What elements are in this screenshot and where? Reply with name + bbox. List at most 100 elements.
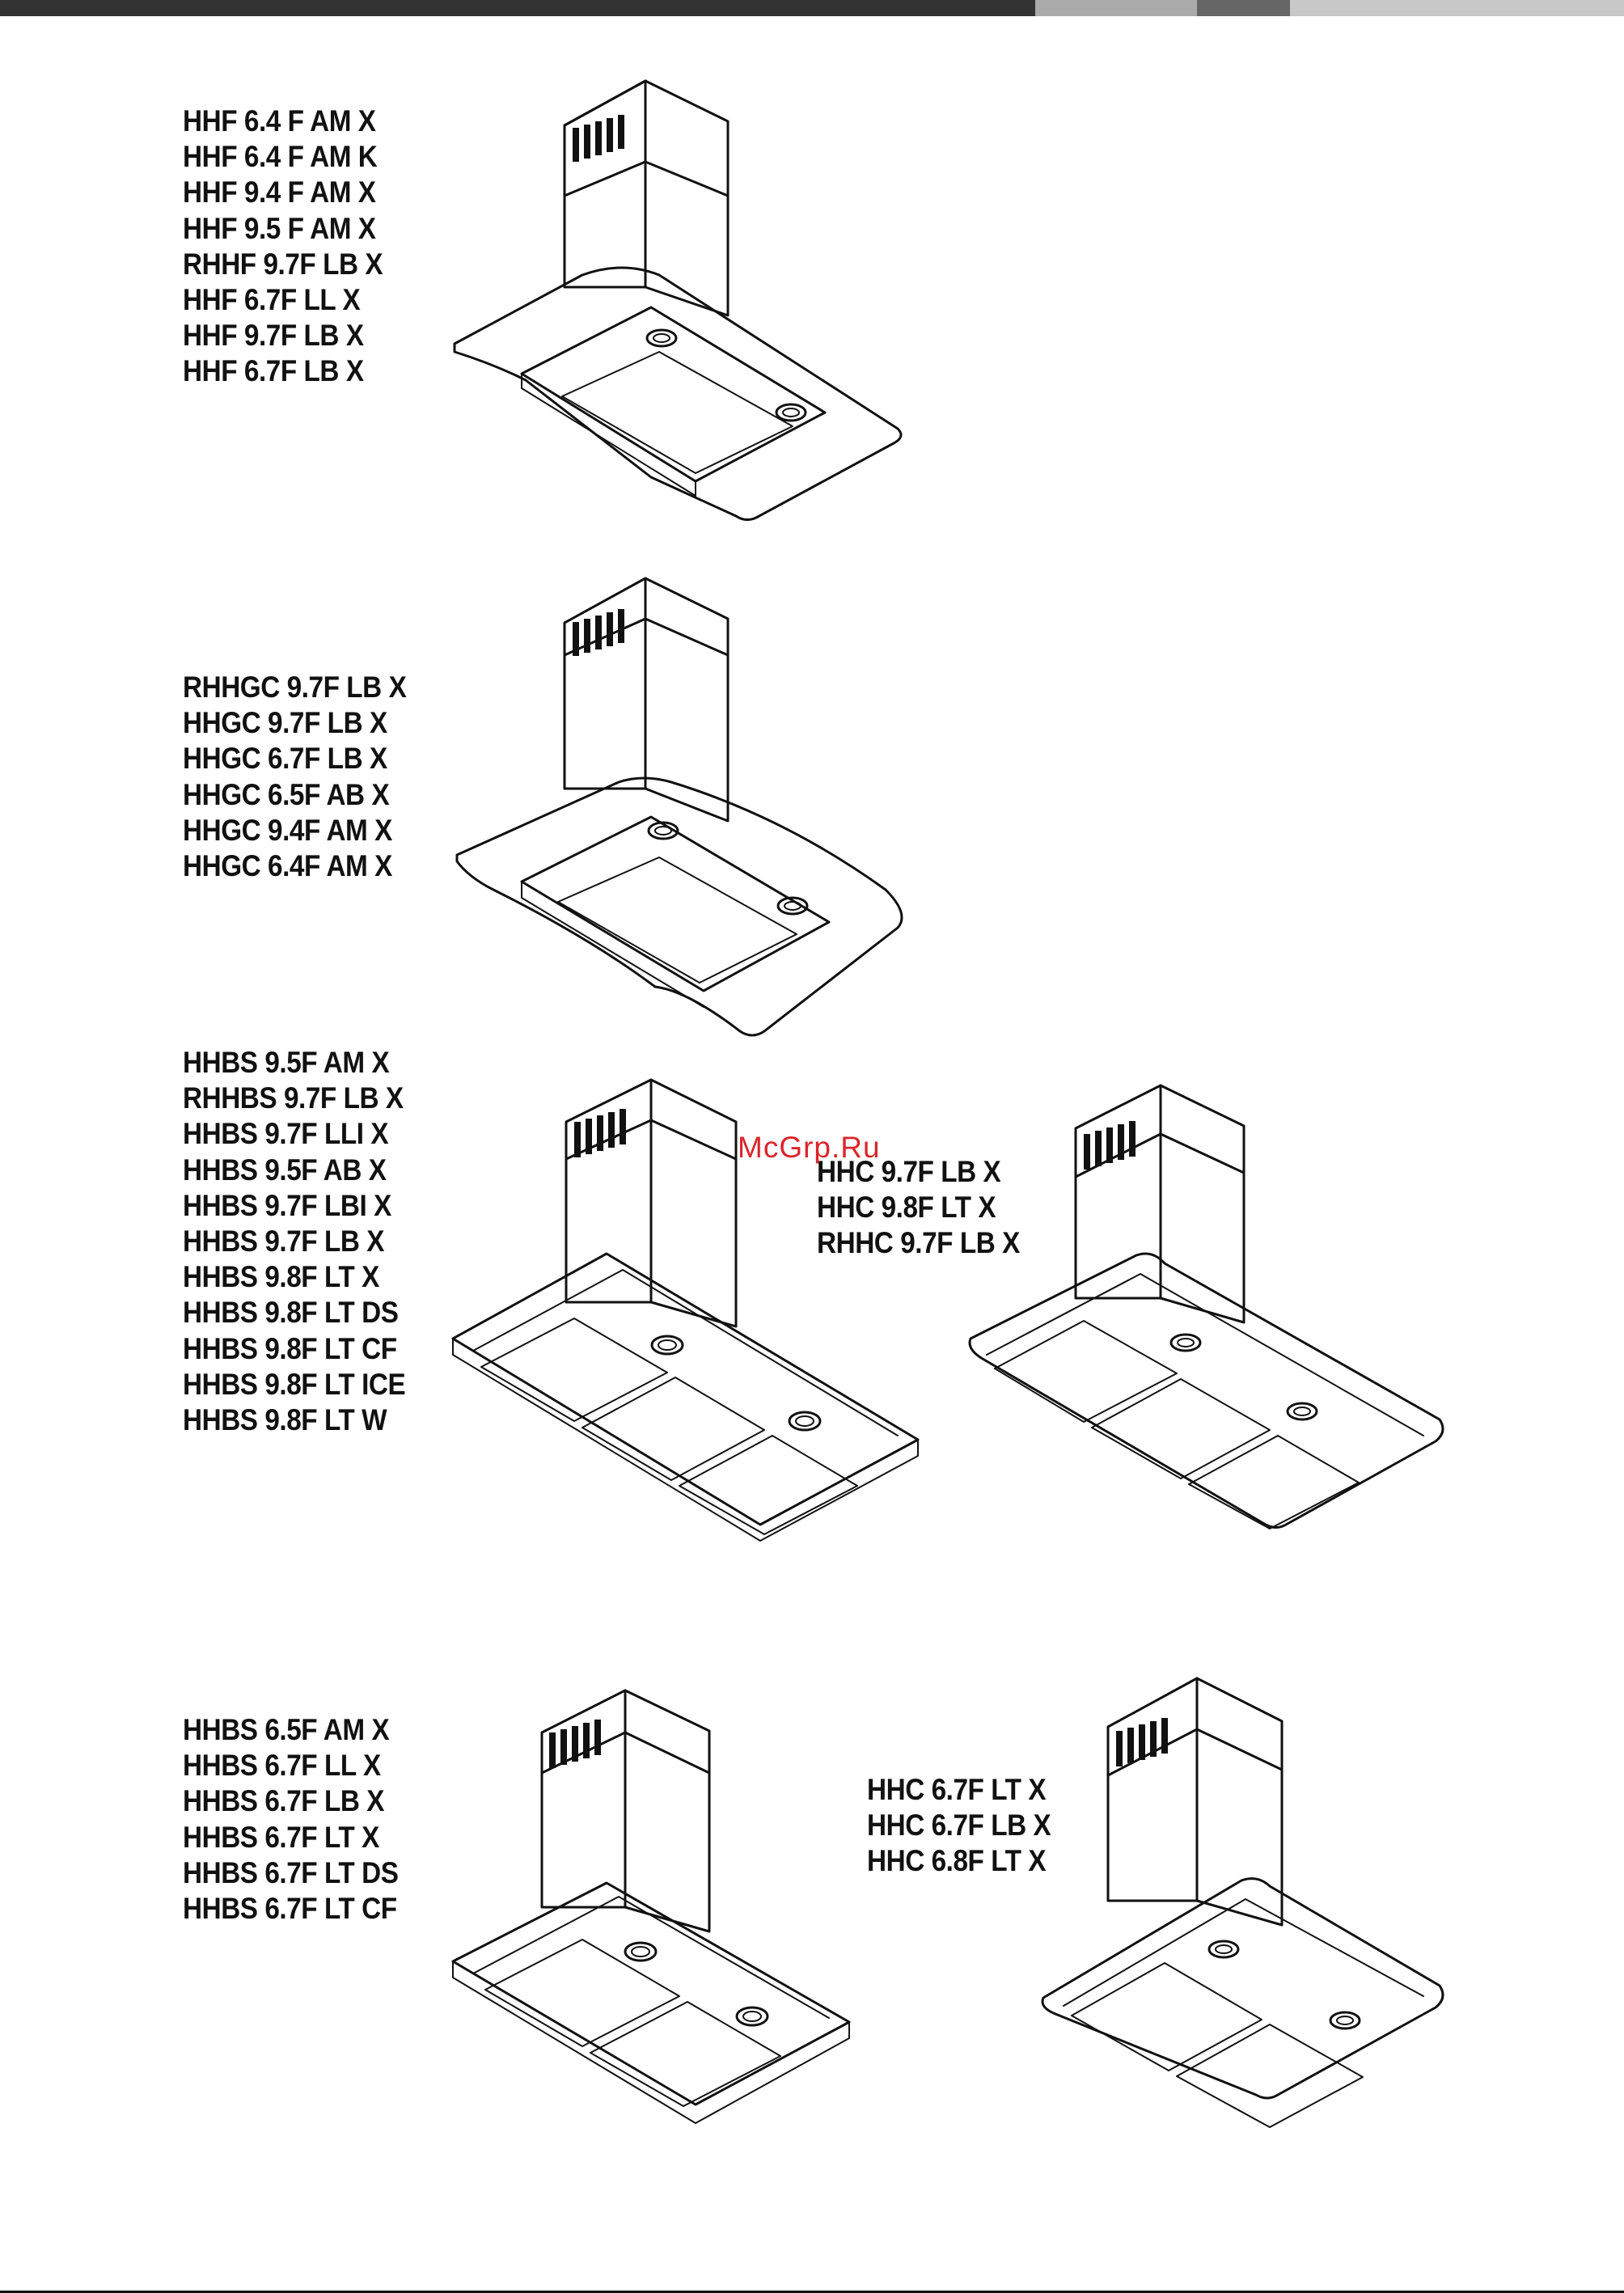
- model-name: HHGC 9.4F AM X: [183, 813, 392, 847]
- chimney-side: [1195, 1677, 1284, 1927]
- model-name: HHF 6.7F LB X: [183, 354, 364, 388]
- model-name: HHBS 9.8F LT W: [183, 1403, 387, 1437]
- vent-grille-icon: [573, 609, 624, 656]
- model-list-flat-glass-hood: HHF 6.4 F AM X HHF 6.4 F AM K HHF 9.4 F …: [183, 104, 383, 390]
- large-curved-hood-illustration: [968, 1084, 1444, 1529]
- light-icon: [650, 1335, 684, 1356]
- model-name: HHF 6.4 F AM K: [183, 140, 378, 174]
- large-box-hood-illustration: [451, 1078, 920, 1542]
- filter-panel: [557, 857, 797, 984]
- chimney-side: [644, 577, 730, 823]
- model-name: HHBS 9.8F LT ICE: [183, 1367, 406, 1401]
- chimney-joint: [540, 1731, 711, 1775]
- small-box-hood-illustration: [451, 1689, 851, 2124]
- filter-panel: [484, 1939, 680, 2047]
- model-name: RHHGC 9.7F LB X: [183, 671, 407, 704]
- model-name: HHBS 6.5F AM X: [183, 1713, 390, 1746]
- model-name: HHF 6.4 F AM X: [183, 104, 376, 137]
- filter-panel: [1176, 2024, 1364, 2128]
- model-name: RHHBS 9.7F LB X: [183, 1081, 404, 1115]
- model-name: HHC 9.8F LT X: [817, 1191, 996, 1225]
- model-name: HHC 6.7F LT X: [867, 1773, 1047, 1806]
- model-name: HHBS 9.8F LT X: [183, 1260, 379, 1294]
- model-name: HHF 6.7F LL X: [183, 283, 361, 317]
- model-list-large-curved-hood: HHC 9.7F LB X HHC 9.8F LT X RHHC 9.7F LB…: [817, 1154, 1020, 1262]
- filter-panel: [1091, 1378, 1271, 1479]
- model-name: HHBS 9.7F LB X: [183, 1225, 385, 1259]
- model-name: HHGC 6.4F AM X: [183, 849, 392, 883]
- header-bar-segment: [0, 0, 1035, 16]
- vent-grille-icon: [1084, 1121, 1136, 1170]
- flat-glass-hood-illustration: [453, 79, 903, 522]
- model-list-large-box-hood: HHBS 9.5F AM X RHHBS 9.7F LB X HHBS 9.7F…: [183, 1045, 406, 1438]
- curved-glass-hood-illustration: [455, 577, 903, 1037]
- light-icon: [775, 403, 807, 422]
- filter-panel: [1071, 1962, 1262, 2071]
- light-icon: [647, 821, 679, 840]
- model-name: HHGC 9.7F LB X: [183, 706, 387, 740]
- light-icon: [645, 328, 678, 348]
- light-icon: [1169, 1333, 1202, 1352]
- light-icon: [1207, 1940, 1240, 1959]
- chimney-joint: [563, 160, 730, 197]
- small-curved-hood-illustration: [1041, 1677, 1444, 2128]
- footer-rule: [0, 2291, 1624, 2293]
- model-name: HHBS 9.7F LBI X: [183, 1188, 391, 1222]
- chimney-front: [563, 577, 647, 790]
- chimney-edge: [563, 79, 647, 127]
- chimney-side: [624, 1689, 711, 1933]
- light-icon: [624, 1941, 658, 1962]
- light-icon: [788, 1411, 822, 1432]
- chimney-joint: [565, 1119, 738, 1161]
- model-name: HHF 9.4 F AM X: [183, 176, 376, 209]
- model-name: HHC 6.8F LT X: [867, 1844, 1047, 1878]
- chimney-joint: [1074, 1132, 1245, 1178]
- canopy-top: [520, 306, 827, 483]
- chimney-side: [1159, 1084, 1245, 1324]
- model-name: HHGC 6.7F LB X: [183, 742, 387, 776]
- light-icon: [1286, 1402, 1318, 1421]
- filter-panel: [590, 2001, 781, 2107]
- model-list-small-box-hood: HHBS 6.5F AM X HHBS 6.7F LL X HHBS 6.7F …: [183, 1712, 399, 1927]
- chimney-front: [1106, 1677, 1199, 1902]
- header-bar-segment: [1035, 0, 1197, 16]
- model-name: HHBS 9.5F AB X: [183, 1153, 387, 1187]
- glass-panel: [453, 266, 903, 522]
- model-name: HHBS 6.7F LB X: [183, 1784, 385, 1818]
- canopy-top: [968, 1252, 1444, 1529]
- vent-grille-icon: [573, 115, 624, 162]
- header-bar-segment: [1290, 0, 1624, 16]
- chimney-front: [563, 79, 647, 289]
- model-list-small-curved-hood: HHC 6.7F LT X HHC 6.7F LB X HHC 6.8F LT …: [867, 1772, 1051, 1880]
- model-name: RHHC 9.7F LB X: [817, 1226, 1020, 1260]
- model-name: HHBS 9.8F LT CF: [183, 1331, 397, 1365]
- vent-grille-icon: [549, 1720, 601, 1768]
- filter-panel: [1188, 1435, 1360, 1529]
- chimney-joint: [1106, 1728, 1284, 1777]
- model-name: HHF 9.7F LB X: [183, 319, 364, 353]
- filter-panel: [480, 1318, 668, 1422]
- vent-grille-icon: [1116, 1718, 1168, 1766]
- header-bar-segment: [1197, 0, 1290, 16]
- light-icon: [735, 2006, 769, 2027]
- model-name: HHBS 6.7F LL X: [183, 1749, 381, 1783]
- model-name: HHBS 9.5F AM X: [183, 1046, 390, 1079]
- light-icon: [1329, 2011, 1361, 2030]
- model-name: HHBS 9.7F LLI X: [183, 1117, 389, 1151]
- filter-panel: [582, 1377, 765, 1481]
- chimney-front: [1074, 1084, 1162, 1300]
- glass-panel: [455, 776, 903, 1037]
- chimney-side: [649, 1078, 738, 1328]
- canopy-top: [520, 815, 831, 992]
- light-icon: [776, 896, 809, 916]
- filter-panel: [561, 351, 793, 474]
- model-name: HHBS 6.7F LT CF: [183, 1892, 397, 1926]
- chimney-side: [644, 79, 730, 317]
- vent-grille-icon: [574, 1109, 626, 1157]
- filter-panel: [994, 1320, 1178, 1423]
- model-name: HHF 9.5 F AM X: [183, 211, 376, 245]
- model-name: HHC 9.7F LB X: [817, 1155, 1001, 1188]
- chimney-joint: [563, 617, 730, 657]
- model-name: HHBS 6.7F LT X: [183, 1820, 379, 1854]
- model-name: RHHF 9.7F LB X: [183, 247, 383, 281]
